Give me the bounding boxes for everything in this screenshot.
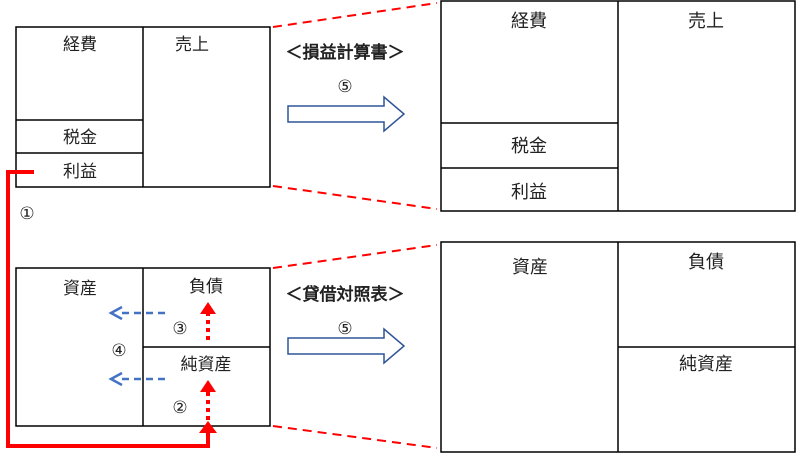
flow-2-arrowhead-icon (200, 380, 216, 392)
profit-flow-arrowhead-icon (199, 421, 217, 433)
bs-right-net-assets-label: 純資産 (679, 354, 733, 375)
pl-right-tax-label: 税金 (511, 136, 547, 157)
bs-left-assets-label: 資産 (63, 279, 97, 299)
pl-right-profit-label: 利益 (511, 182, 547, 203)
profit-to-net-assets-flow (6, 170, 210, 448)
pl-left-box: 経費 税金 利益 売上 (15, 26, 271, 188)
pl-left-profit-label: 利益 (63, 162, 97, 182)
pl-right-box: 経費 税金 利益 売上 (440, 0, 796, 212)
bs-left-net-assets-label: 純資産 (181, 355, 232, 375)
bs-zoom-line-top (272, 244, 438, 269)
bs-step-label: ⑤ (337, 319, 352, 339)
bs-heading: ＜貸借対照表＞ (286, 284, 405, 305)
bs-left-box: 資産 負債 純資産 (15, 267, 271, 427)
pl-right-expenses-label: 経費 (511, 11, 547, 32)
pl-left-tax-label: 税金 (63, 128, 97, 148)
pl-transform-arrow-icon (287, 95, 406, 133)
flow-4-lower-arrowhead-icon (108, 371, 123, 387)
step-4-label: ④ (111, 341, 126, 361)
step-1-label: ① (19, 204, 34, 224)
pl-step-label: ⑤ (337, 77, 352, 97)
pl-left-expenses-label: 経費 (63, 35, 97, 55)
pl-zoom-line-top (272, 2, 438, 28)
pl-heading: ＜損益計算書＞ (286, 42, 405, 63)
pl-zoom-line-bottom (272, 185, 438, 210)
step-3-label: ③ (172, 319, 187, 339)
bs-right-liabilities-label: 負債 (688, 252, 724, 273)
flow-3-arrowhead-icon (200, 302, 216, 314)
pl-left-sales-label: 売上 (175, 35, 209, 55)
step-2-label: ② (172, 398, 187, 418)
bs-right-box: 資産 負債 純資産 (440, 241, 796, 453)
flow-4-upper-arrowhead-icon (108, 305, 123, 321)
pl-right-sales-label: 売上 (688, 11, 724, 32)
bs-left-liabilities-label: 負債 (189, 277, 223, 297)
bs-zoom-line-bottom (272, 425, 438, 449)
bs-right-assets-label: 資産 (512, 257, 548, 278)
bs-transform-arrow-icon (287, 327, 406, 365)
